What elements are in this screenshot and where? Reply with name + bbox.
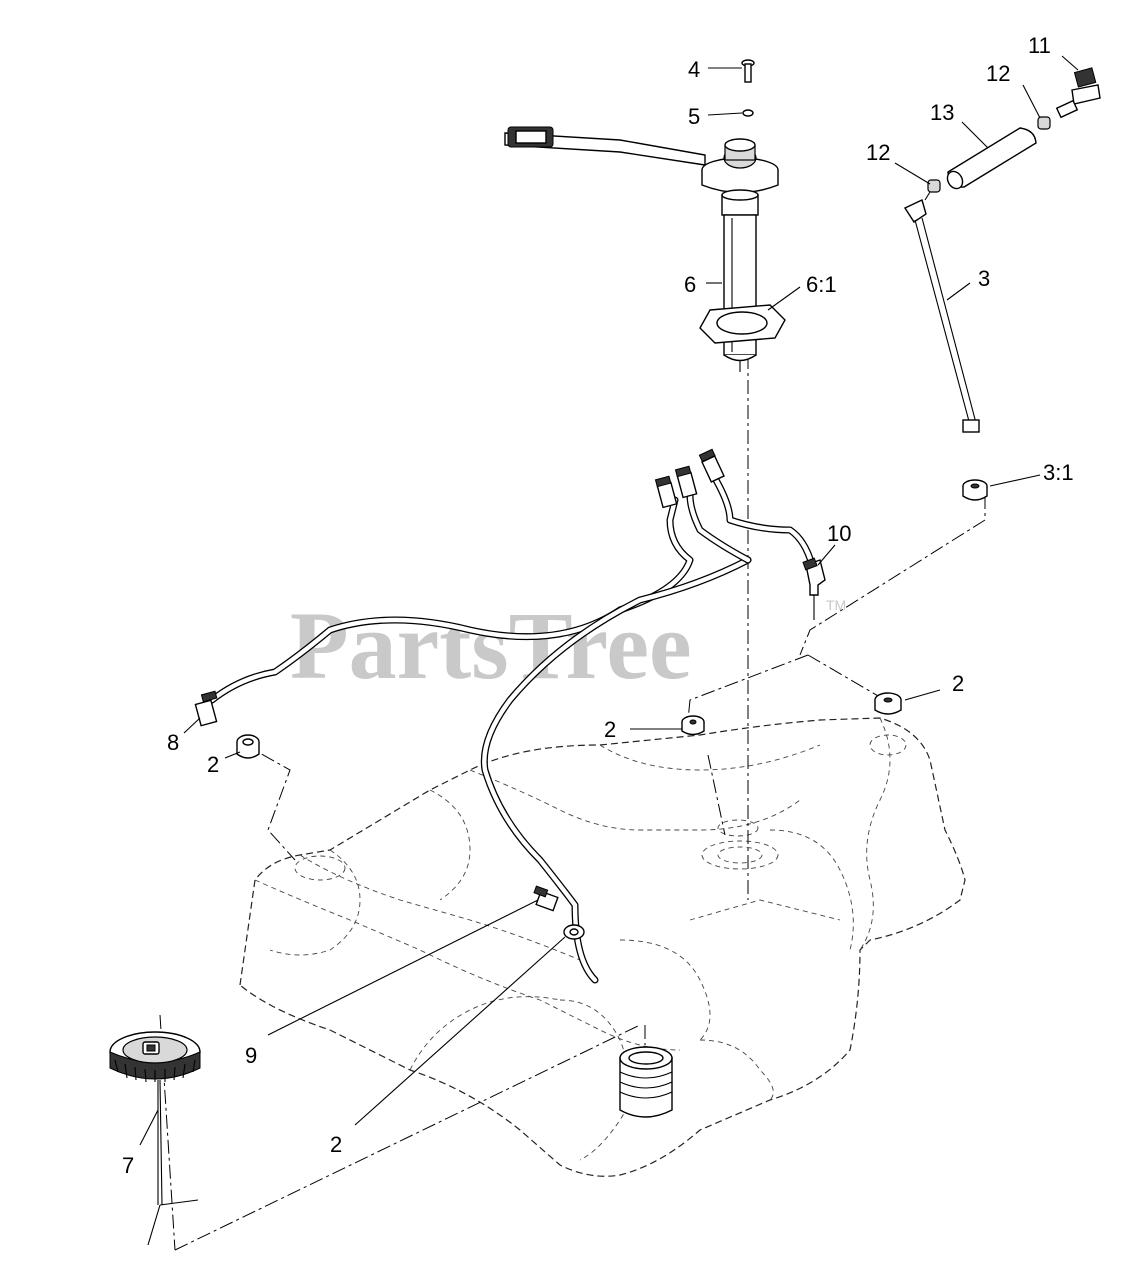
callout-3-1: 3:1 bbox=[1043, 460, 1074, 485]
vent-assembly bbox=[903, 67, 1101, 433]
callout-9: 9 bbox=[245, 1043, 257, 1068]
callout-10: 10 bbox=[827, 521, 851, 546]
fuel-fitting-left bbox=[194, 690, 218, 727]
callout-7: 7 bbox=[122, 1153, 134, 1178]
callout-2-right: 2 bbox=[952, 671, 964, 696]
callout-12-top: 12 bbox=[986, 61, 1010, 86]
callout-6-1: 6:1 bbox=[806, 272, 837, 297]
quick-connect-fittings bbox=[654, 448, 725, 509]
callout-4: 4 bbox=[688, 57, 700, 82]
elbow-fitting bbox=[802, 557, 826, 620]
callout-leaders bbox=[139, 55, 1079, 1146]
fuel-hoses bbox=[208, 476, 816, 984]
washer bbox=[742, 109, 754, 117]
callout-3: 3 bbox=[978, 266, 990, 291]
grommet-center bbox=[681, 715, 705, 736]
fuel-tank bbox=[239, 717, 966, 1177]
screw bbox=[741, 59, 755, 83]
callout-2-left: 2 bbox=[207, 752, 219, 777]
watermark-trademark: TM bbox=[826, 597, 846, 613]
callout-8: 8 bbox=[167, 730, 179, 755]
callout-2-center: 2 bbox=[604, 717, 616, 742]
callout-13: 13 bbox=[930, 100, 954, 125]
callout-11: 11 bbox=[1028, 33, 1051, 58]
filler-neck bbox=[619, 1046, 673, 1118]
callout-5: 5 bbox=[688, 104, 700, 129]
assembly-centerlines bbox=[159, 255, 986, 1251]
callout-2-bottom: 2 bbox=[330, 1132, 342, 1157]
grommet-left bbox=[236, 734, 260, 759]
callout-12-left: 12 bbox=[866, 140, 890, 165]
fuel-cap bbox=[109, 1031, 201, 1246]
sender-gasket bbox=[699, 304, 786, 344]
vent-grommet bbox=[962, 479, 988, 501]
grommet-right bbox=[874, 692, 902, 715]
tank-fitting-elbow bbox=[533, 885, 559, 912]
tank-grommet bbox=[563, 924, 585, 940]
callout-labels: 4 5 6 6:1 11 12 13 12 3 3:1 10 2 2 8 2 9… bbox=[122, 33, 1074, 1178]
callout-6: 6 bbox=[684, 272, 696, 297]
